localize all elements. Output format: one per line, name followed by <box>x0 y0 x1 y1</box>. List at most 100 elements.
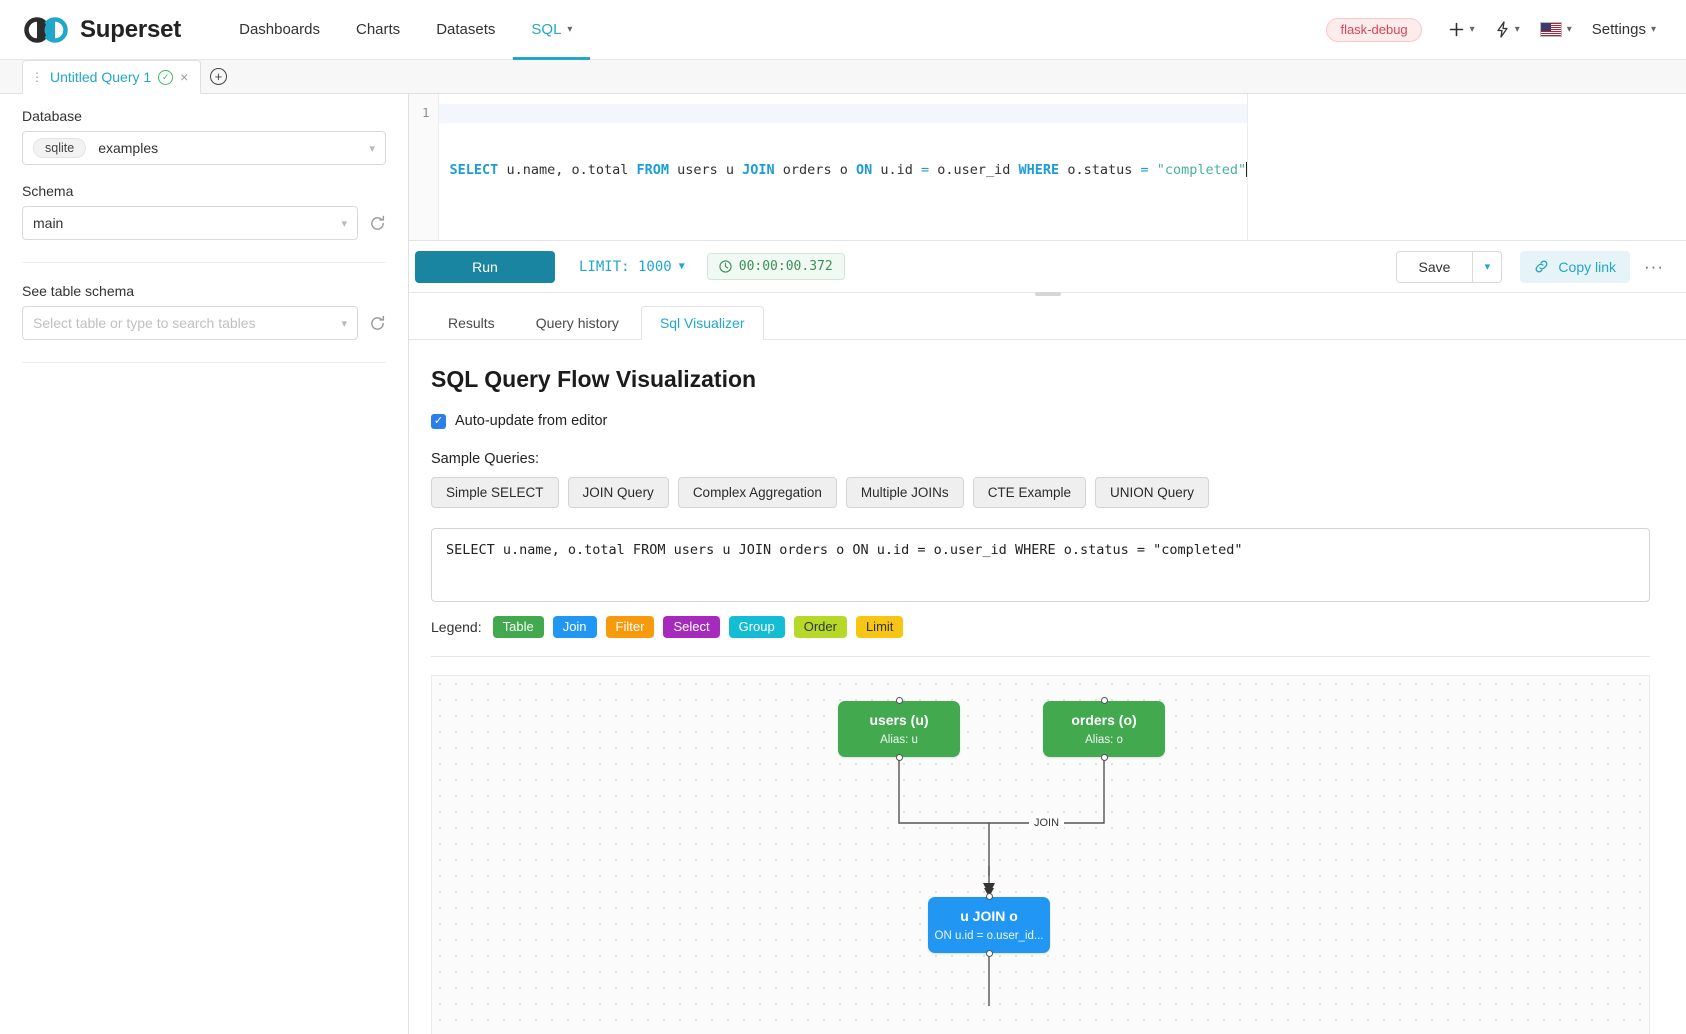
port-top-icon <box>1100 697 1108 704</box>
chevron-down-icon: ▾ <box>1566 24 1572 35</box>
database-select[interactable]: sqlite examples ▾ <box>22 131 386 165</box>
code-line-1: SELECT u.name, o.total FROM users u JOIN… <box>450 161 1248 180</box>
top-navbar: Superset Dashboards Charts Datasets SQL … <box>0 0 1686 60</box>
chevron-down-icon: ▾ <box>1514 24 1520 35</box>
tab-query-history-label: Query history <box>535 315 619 331</box>
flow-canvas[interactable]: JOIN users (u) Alias: u orders (o) Alias… <box>431 675 1650 1034</box>
copy-link-label: Copy link <box>1558 258 1617 275</box>
flow-node-orders-title: orders (o) <box>1071 711 1137 728</box>
tab-query-history[interactable]: Query history <box>517 306 638 340</box>
flow-node-join-title: u JOIN o <box>960 907 1018 924</box>
new-item-button[interactable]: ▾ <box>1440 17 1483 42</box>
more-options-button[interactable]: ··· <box>1644 256 1664 276</box>
table-select[interactable]: Select table or type to search tables ▾ <box>22 306 358 340</box>
link-icon <box>1535 260 1548 273</box>
database-engine-pill: sqlite <box>33 138 87 158</box>
clock-icon <box>719 260 732 273</box>
flow-node-users[interactable]: users (u) Alias: u <box>838 697 960 761</box>
editor-resize-handle[interactable] <box>1034 292 1061 296</box>
refresh-tables-icon[interactable] <box>369 315 386 332</box>
token-userid: o.user_id <box>929 162 1019 178</box>
legend-chip-group: Group <box>728 616 785 638</box>
legend-chip-join: Join <box>552 616 597 638</box>
database-field-group: Database sqlite examples ▾ <box>22 108 386 165</box>
visualizer-query-input[interactable] <box>431 528 1650 602</box>
navbar-right: flask-debug ▾ ▾ ▾ Settings ▾ <box>1326 17 1664 42</box>
settings-menu[interactable]: Settings ▾ <box>1584 17 1664 42</box>
legend-chip-table: Table <box>492 616 544 638</box>
token-eq-2: = <box>1140 162 1149 178</box>
editor-right-gutter <box>1247 94 1686 240</box>
auto-update-label[interactable]: Auto-update from editor <box>455 413 608 429</box>
save-group: Save ▾ <box>1395 250 1503 283</box>
flow-node-join[interactable]: u JOIN o ON u.id = o.user_id... <box>928 893 1050 957</box>
tab-sql-visualizer-label: Sql Visualizer <box>659 315 745 331</box>
auto-update-checkbox[interactable]: ✓ <box>431 413 446 429</box>
sample-queries-label: Sample Queries: <box>431 451 539 467</box>
us-flag-icon <box>1539 22 1562 37</box>
token-status: o.status <box>1059 162 1141 178</box>
limit-dropdown[interactable]: LIMIT: 1000 ▼ <box>579 259 685 275</box>
nav-link-sql[interactable]: SQL ▾ <box>513 0 590 60</box>
chevron-down-icon: ▾ <box>567 23 573 35</box>
sample-button-simple-select[interactable]: Simple SELECT <box>431 477 559 508</box>
sample-button-join-query[interactable]: JOIN Query <box>567 477 669 508</box>
chevron-down-icon: ▼ <box>678 261 685 272</box>
token-from: FROM <box>636 162 669 178</box>
nav-link-dashboards-label: Dashboards <box>239 20 320 38</box>
tab-sql-visualizer[interactable]: Sql Visualizer <box>640 306 764 340</box>
tab-results-label: Results <box>448 315 495 331</box>
legend-chip-select: Select <box>663 616 720 638</box>
query-tab-untitled-query-1[interactable]: ⋮ Untitled Query 1 ✓ × <box>22 60 202 94</box>
sample-button-multiple-joins[interactable]: Multiple JOINs <box>845 477 964 508</box>
bolt-menu-button[interactable]: ▾ <box>1487 17 1528 42</box>
legend-chip-filter: Filter <box>605 616 655 638</box>
status-badge: flask-debug <box>1326 17 1422 42</box>
save-button[interactable]: Save <box>1395 250 1473 283</box>
sql-editor[interactable]: 1 SELECT u.name, o.total FROM users u JO… <box>409 94 1686 241</box>
nav-link-dashboards[interactable]: Dashboards <box>221 0 338 60</box>
sample-button-cte-example[interactable]: CTE Example <box>972 477 1086 508</box>
token-orders: orders o <box>774 162 856 178</box>
flow-node-orders[interactable]: orders (o) Alias: o <box>1043 697 1165 761</box>
token-cols: u.name, o.total <box>498 162 637 178</box>
copy-link-button[interactable]: Copy link <box>1520 250 1631 283</box>
sample-query-buttons: Simple SELECT JOIN Query Complex Aggrega… <box>431 477 1664 508</box>
sample-button-union-query[interactable]: UNION Query <box>1094 477 1209 508</box>
schema-field-group: Schema main ▾ <box>22 183 386 240</box>
add-query-tab-button[interactable]: + <box>201 59 235 93</box>
nav-link-datasets[interactable]: Datasets <box>418 0 513 60</box>
sample-button-complex-aggregation[interactable]: Complex Aggregation <box>677 477 837 508</box>
refresh-schema-icon[interactable] <box>369 215 386 232</box>
result-tabs: Results Query history Sql Visualizer <box>409 293 1686 340</box>
bolt-icon <box>1497 21 1508 38</box>
nav-link-datasets-label: Datasets <box>436 20 496 38</box>
plus-icon <box>1449 22 1463 37</box>
query-tab-bar: ⋮ Untitled Query 1 ✓ × + <box>0 60 1686 94</box>
port-bottom-icon <box>985 950 993 957</box>
save-dropdown-button[interactable]: ▾ <box>1472 250 1503 283</box>
language-selector[interactable]: ▾ <box>1532 18 1580 41</box>
nav-link-charts[interactable]: Charts <box>338 0 418 60</box>
schema-select[interactable]: main ▾ <box>22 206 358 240</box>
editor-code[interactable]: SELECT u.name, o.total FROM users u JOIN… <box>438 94 1248 240</box>
run-button[interactable]: Run <box>415 250 555 283</box>
port-top-icon <box>895 697 903 704</box>
tab-results[interactable]: Results <box>429 306 514 340</box>
superset-logo[interactable]: Superset <box>24 16 181 44</box>
query-timer: 00:00:00.372 <box>706 253 845 280</box>
flow-node-users-title: users (u) <box>869 711 929 728</box>
token-uid: u.id <box>872 162 921 178</box>
nav-links: Dashboards Charts Datasets SQL ▾ <box>221 0 590 60</box>
token-on: ON <box>855 162 873 178</box>
chevron-down-icon: ▾ <box>1650 24 1656 35</box>
table-schema-label: See table schema <box>22 283 135 299</box>
page-title: SQL Query Flow Visualization <box>431 366 757 392</box>
line-number: 1 <box>422 105 430 120</box>
token-where: WHERE <box>1018 162 1060 178</box>
nav-link-sql-label: SQL <box>531 20 562 38</box>
close-icon[interactable]: × <box>180 69 189 85</box>
editor-gutter: 1 <box>409 94 439 240</box>
drag-handle-icon[interactable]: ⋮ <box>31 70 43 84</box>
port-bottom-icon <box>1100 754 1108 761</box>
